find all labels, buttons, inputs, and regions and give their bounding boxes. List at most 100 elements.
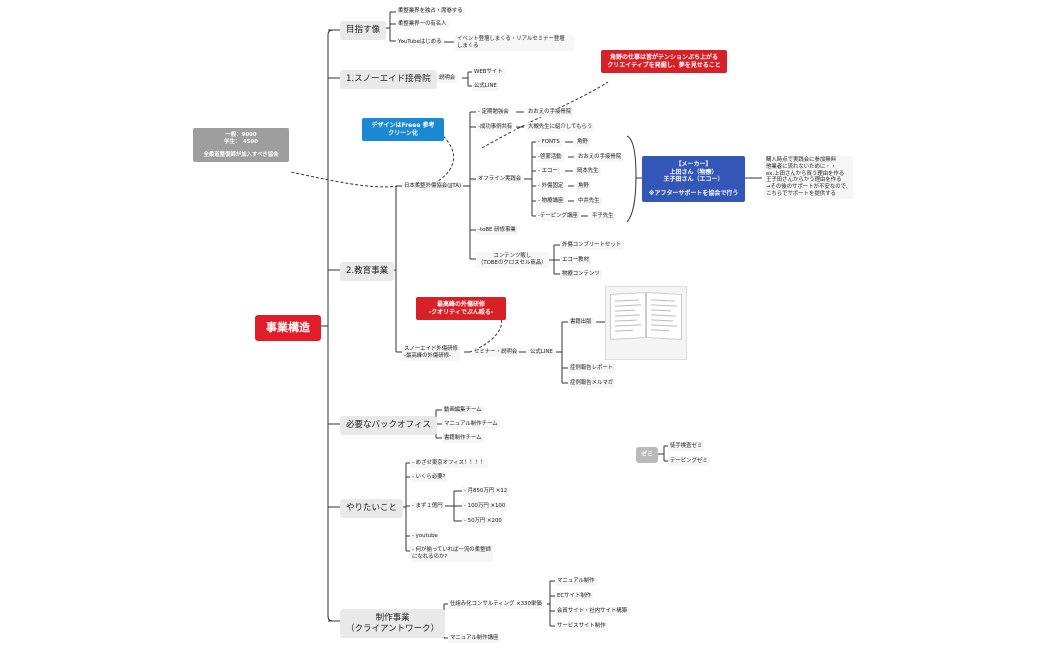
offline-value[interactable]: 中井先生 xyxy=(576,197,602,206)
offline-value[interactable]: 岡本先生 xyxy=(575,167,601,176)
callout-red-mid-line1: 最高峰の外傷研修 xyxy=(436,301,485,308)
yaritai-item-multiline[interactable]: - 何が揃っていれば一流の柔整師 になれるのか? xyxy=(410,546,493,562)
zemi-node[interactable]: ゼミ xyxy=(636,447,659,463)
snow-kenshu-line2: -最高峰の外傷研修- xyxy=(404,352,452,359)
callout-navy[interactable]: 【メーカー】 上田さん（物療） 王子田さん（エコー） ※アフターサポートを協会で… xyxy=(642,156,745,202)
official-line-node[interactable]: 公式LINE xyxy=(528,348,555,357)
yaritai-item[interactable]: - いくら必要? xyxy=(410,473,448,482)
callout-blue-line2: クリーン化 xyxy=(388,129,418,137)
jjta-branch[interactable]: オフライン実践会 xyxy=(476,175,524,184)
yaritai-item5-line2: になれるのか? xyxy=(412,553,448,560)
callout-navy-line1: 【メーカー】 xyxy=(675,161,712,168)
zemi-item[interactable]: テーピングゼミ xyxy=(668,457,710,466)
consult-item[interactable]: マニュアル制作 xyxy=(555,577,597,586)
setsumeikai-node[interactable]: 説明会 xyxy=(437,74,458,83)
jjta-branch[interactable]: -toBE 研修事業 xyxy=(476,226,518,235)
zemi-item[interactable]: 徒手検査ゼミ xyxy=(668,442,705,451)
callout-grey-line1: 一般：9000 xyxy=(225,132,257,138)
manual-course-node[interactable]: マニュアル制作講座 xyxy=(448,634,501,643)
navy-note-line: →その後のサポートが不安なので、 xyxy=(766,184,852,190)
callout-navy-line3: 王子田さん（エコー） xyxy=(663,176,724,183)
offline-value[interactable]: 平子先生 xyxy=(590,212,616,221)
callout-navy-line5: ※アフターサポートを協会で行う xyxy=(648,189,739,197)
snow-kenshu-line1: スノーエイド外傷研修 xyxy=(404,346,458,352)
callout-red-mid-line2: -クオリティでぶん殴る- xyxy=(428,308,494,316)
contents-item[interactable]: 外傷コンプリートセット xyxy=(560,241,624,250)
offline-value[interactable]: おおえの手接骨院 xyxy=(576,153,624,162)
contents-item[interactable]: 物療コンテンツ xyxy=(560,270,602,279)
callout-red-mid[interactable]: 最高峰の外傷研修 -クオリティでぶん殴る- xyxy=(416,297,506,320)
category-kyoiku[interactable]: 2.教育事業 xyxy=(340,262,395,281)
jjta-node[interactable]: 日本柔整外傷協会(JJTA) xyxy=(402,182,464,191)
offline-value[interactable]: 角野 xyxy=(575,138,590,147)
navy-note-line: こちらでサポートを提供する xyxy=(766,190,836,197)
mezasu-item[interactable]: YouTubeはじめる xyxy=(396,38,444,47)
contents-item[interactable]: エコー教材 xyxy=(560,256,591,265)
kenshu-item[interactable]: 書籍出版 xyxy=(568,318,594,327)
oku-item[interactable]: - 100万円 ✕100 xyxy=(462,502,508,511)
category-seisaku-line2: （クライアントワーク） xyxy=(346,623,440,634)
consult-item[interactable]: 会員サイト・社内サイト構築 xyxy=(555,607,630,616)
offline-item[interactable]: - 物療講座 xyxy=(536,197,566,206)
category-snowaid[interactable]: 1.スノーエイド接骨院 xyxy=(340,70,437,89)
oku-item[interactable]: - 月850万円 ✕12 xyxy=(462,487,510,496)
callout-blue[interactable]: デザインはFreee 参考 クリーン化 xyxy=(362,118,444,141)
offline-value[interactable]: 角野 xyxy=(576,182,591,191)
yaritai-item[interactable]: - めざせ東京オフィス！！！！ xyxy=(410,459,488,468)
backoffice-item[interactable]: マニュアル制作チーム xyxy=(442,420,500,429)
backoffice-item[interactable]: 書籍制作チーム xyxy=(442,434,484,443)
offline-item[interactable]: - FONTS xyxy=(536,138,562,147)
book-right-page xyxy=(646,292,682,340)
teiki-child[interactable]: おおえの手接骨院 xyxy=(526,108,574,117)
contents-line2: （TOBEのクロスセル商品） xyxy=(478,259,547,266)
consult-node[interactable]: 仕組み化コンサルティング ×330単価 xyxy=(448,600,544,609)
seiko-child[interactable]: 大槻先生に紹介してもらう xyxy=(526,123,595,132)
callout-navy-line2: 上田さん（物療） xyxy=(669,168,718,176)
jjta-branch[interactable]: -成功事例共有 xyxy=(476,123,515,132)
root-node[interactable]: 事業構造 xyxy=(255,315,321,341)
yaritai-item5-line1: - 何が揃っていれば一流の柔整師 xyxy=(412,547,491,553)
navy-note-line: 王子田さんからかう理由を作る xyxy=(766,177,842,184)
contents-node[interactable]: コンテンツ販し （TOBEのクロスセル商品） xyxy=(476,252,549,268)
mezasu-item[interactable]: 柔整業界一の有名人 xyxy=(396,20,449,29)
book-left-page xyxy=(610,292,646,340)
seminar-node[interactable]: セミナー・説明会 xyxy=(472,348,520,357)
yaritai-item[interactable]: - youtube xyxy=(410,532,440,541)
offline-item[interactable]: - 外傷固定 xyxy=(536,182,566,191)
consult-item[interactable]: サービスサイト制作 xyxy=(555,622,608,631)
callout-blue-line1: デザインはFreee 参考 xyxy=(371,122,435,129)
snowaid-item[interactable]: 公式LINE xyxy=(472,82,499,91)
backoffice-item[interactable]: 動画編集チーム xyxy=(442,406,484,415)
category-backoffice[interactable]: 必要なバックオフィス xyxy=(340,416,437,435)
book-thumbnail-image xyxy=(605,286,687,360)
contents-line1: コンテンツ販し xyxy=(493,253,532,259)
category-seisaku[interactable]: 制作事業 （クライアントワーク） xyxy=(340,609,446,639)
callout-grey-line4: 全柔道整復師が加入すべき協会 xyxy=(203,151,279,158)
offline-item[interactable]: - エコー xyxy=(536,167,560,176)
navy-note-line: 購入時点で実践会に参加無料 xyxy=(766,157,837,163)
offline-item[interactable]: -テーピング講座 xyxy=(536,212,580,221)
mezasu-item[interactable]: 柔整業界を独占・席巻する xyxy=(396,7,465,16)
kenshu-item[interactable]: 症例報告メルマガ xyxy=(568,379,616,388)
navy-note-line: 他業者に流れないために・・ xyxy=(766,163,837,170)
category-seisaku-line1: 制作事業 xyxy=(375,613,410,623)
kenshu-item[interactable]: 症例報告レポート xyxy=(568,364,616,373)
snow-kenshu-node[interactable]: スノーエイド外傷研修 -最高峰の外傷研修- xyxy=(402,345,460,361)
youtube-child[interactable]: イベント登壇しまくる・リアルセミナー登壇 しまくる xyxy=(455,35,574,51)
callout-grey-line2: 学生： 4500 xyxy=(224,138,258,145)
snowaid-item[interactable]: WEBサイト xyxy=(472,68,505,77)
callout-red-top[interactable]: 角野の仕事は皆がテンションぶち上がるクリエイティブを発掘し、夢を見せること xyxy=(601,50,727,73)
category-mezasu[interactable]: 目指す像 xyxy=(340,21,387,40)
jjta-branch[interactable]: - 定期勉強会 xyxy=(476,108,511,117)
yaritai-item[interactable]: - まず１億円 xyxy=(410,502,445,511)
navy-note-line: ex.上田さんから買う理由を作る xyxy=(766,170,845,177)
offline-item[interactable]: -啓蒙活動 xyxy=(536,153,564,162)
category-yaritai[interactable]: やりたいこと xyxy=(340,499,404,518)
navy-note[interactable]: 購入時点で実践会に参加無料 他業者に流れないために・・ ex.上田さんから買う理… xyxy=(764,156,854,199)
callout-grey[interactable]: 一般：9000 学生： 4500 全柔道整復師が加入すべき協会 xyxy=(193,128,289,163)
youtube-child-line2: しまくる xyxy=(457,42,479,49)
youtube-child-line1: イベント登壇しまくる・リアルセミナー登壇 xyxy=(457,36,565,42)
oku-item[interactable]: - 50万円 ✕200 xyxy=(462,517,504,526)
consult-item[interactable]: ECサイト制作 xyxy=(555,592,594,601)
